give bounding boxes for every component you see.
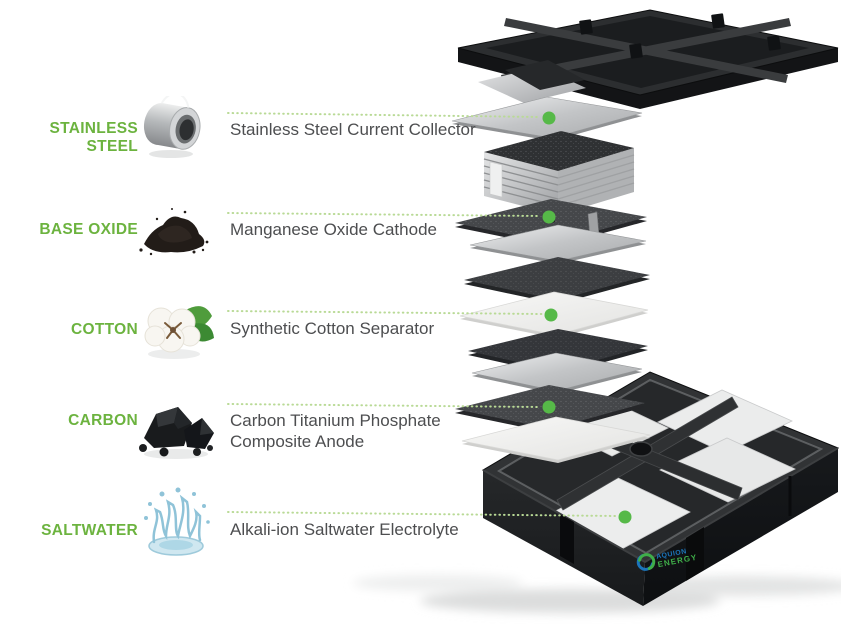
callout-dots (542, 111, 632, 524)
callout-lines (227, 112, 617, 517)
callout-dot-current-collector (542, 111, 556, 125)
layer-dark-plate-2 (464, 257, 650, 304)
callout-line-electrolyte (227, 511, 617, 517)
callout-line-separator (227, 310, 543, 315)
battery-lid (457, 9, 839, 109)
callout-dot-electrolyte (618, 510, 632, 524)
layer-collector-sheet-2 (469, 224, 647, 264)
layer-separator-sheet-2 (461, 416, 651, 463)
ground-shadow (353, 575, 841, 613)
callout-dot-separator (544, 308, 558, 322)
electrode-stack-block (483, 131, 635, 215)
layer-collector-sheet-3 (471, 352, 643, 394)
callout-line-current-collector (227, 112, 541, 118)
callout-dot-cathode (542, 210, 556, 224)
callout-line-anode (227, 403, 541, 408)
callout-dot-anode (542, 400, 556, 414)
callout-line-cathode (227, 212, 541, 217)
